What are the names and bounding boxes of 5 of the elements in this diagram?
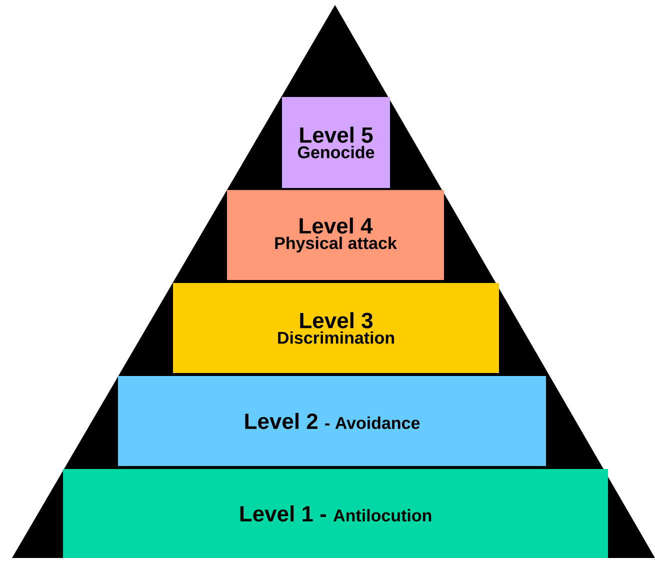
level-box: Level 5 Genocide [282, 97, 390, 188]
level-box: Level 2 - Avoidance [118, 376, 546, 466]
level-box: Level 3 Discrimination [173, 283, 499, 373]
level-box: Level 4 Physical attack [227, 190, 444, 280]
level-box: Level 1 - Antilocution [63, 469, 608, 558]
